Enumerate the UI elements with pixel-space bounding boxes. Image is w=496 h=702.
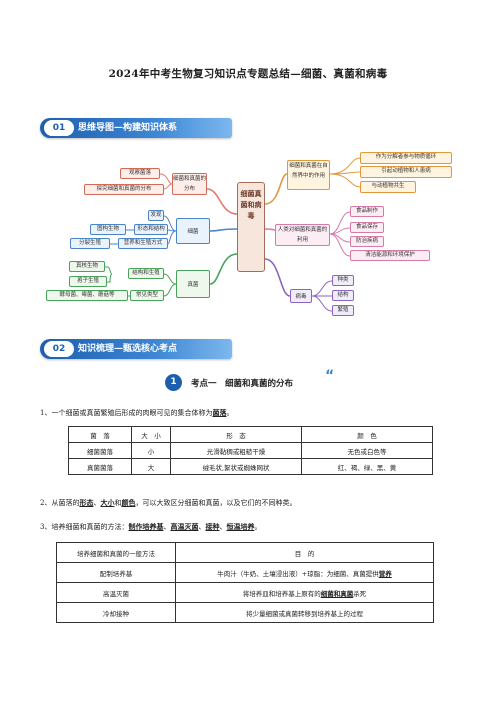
table-cell: 冷却接种 [56, 602, 176, 623]
text: 1、一个细菌或真菌繁殖后形成的肉眼可见的集合体称为 [40, 409, 213, 417]
text: 3、培养细菌和真菌的方法： [40, 523, 129, 531]
branch-role-in-nature: 细菌和真菌在自然界中的作用 [287, 160, 330, 190]
table-cell: 光滑黏稠或粗糙干燥 [170, 442, 302, 459]
node-common-types: 常见类型 [130, 290, 164, 301]
branch-fungi: 真菌 [176, 270, 210, 298]
node-decomposer: 作为分解者参与物质循环 [360, 152, 452, 164]
highlight-term: 细菌和真菌 [320, 589, 354, 598]
highlight-term: 大小 [100, 498, 115, 507]
header-cell: 形 态 [170, 426, 302, 443]
section-label: 思维导图—构建知识体系 [78, 123, 178, 133]
node-virus-structure: 结构 [332, 290, 354, 301]
table-cell: 绒毛状,絮状或蜘蛛网状 [170, 458, 302, 475]
node-discovery: 发现 [148, 210, 164, 221]
node-disease: 引起动植物和人患病 [360, 166, 452, 178]
highlight-term: 菌落 [212, 408, 227, 417]
culture-method-table: 培养细菌和真菌的一般方法 目 的 配制培养基 牛肉汁（牛奶、土壤浸出液）+琼脂：… [56, 542, 434, 623]
text: 。 [226, 409, 234, 417]
table-row: 冷却接种 将少量细菌或真菌转移到培养基上的过程 [56, 602, 434, 623]
text: 和 [114, 499, 122, 507]
node-symbiosis: 与动植物共生 [360, 181, 416, 193]
section-number: 01 [44, 120, 74, 136]
text: ，可以大致区分细菌和真菌，以及它们的不同种类。 [135, 499, 297, 507]
node-fission: 分裂生殖 [70, 238, 110, 249]
text: 将培养皿和培养基上原有的 [242, 589, 321, 598]
node-prokaryote: 图构生物 [90, 224, 126, 235]
highlight-term: 接种 [205, 522, 220, 531]
node-explore-distribution: 探究细菌和真菌的分布 [84, 184, 164, 195]
table-row: 配制培养基 牛肉汁（牛奶、土壤浸出液）+琼脂：为细菌、真菌提供营养 [56, 562, 434, 583]
header-cell: 目 的 [175, 542, 434, 563]
table-cell: 真菌菌落 [68, 458, 132, 475]
topic-heading: 1 考点一 细菌和真菌的分布 “ [165, 368, 345, 393]
topic-number: 1 [165, 374, 182, 391]
paragraph-3: 3、培养细菌和真菌的方法：制作培养基、高温灭菌、接种、恒温培养。 [40, 522, 261, 532]
node-food-preservation: 食品保存 [350, 222, 384, 233]
table-row: 高温灭菌 将培养皿和培养基上原有的细菌和真菌杀死 [56, 582, 434, 603]
highlight-term: 营养 [378, 569, 392, 578]
table-cell: 细菌菌落 [68, 442, 132, 459]
table-row: 真菌菌落 大 绒毛状,絮状或蜘蛛网状 红、褐、绿、黑、黄 [68, 458, 433, 475]
node-clean-energy: 清洁能源和环境保护 [350, 250, 430, 261]
node-examples: 酵母菌、霉菌、蘑菇等 [46, 290, 128, 301]
branch-bacteria: 细菌 [176, 218, 210, 244]
header-cell: 颜 色 [301, 426, 433, 443]
text: 2、从菌落的 [40, 499, 80, 507]
text: 、 [198, 523, 206, 531]
branch-virus: 病毒 [290, 289, 312, 303]
node-fungi-structure: 结构和生殖 [128, 268, 164, 279]
table-cell: 将培养皿和培养基上原有的细菌和真菌杀死 [175, 582, 434, 603]
highlight-term: 颜色 [121, 498, 136, 507]
node-disease-prevention: 防治疾病 [350, 236, 384, 247]
topic-label: 考点一 细菌和真菌的分布 [191, 379, 294, 389]
section-banner-knowledge: 02 知识梳理—甄选核心考点 [40, 339, 232, 359]
section-number: 02 [44, 341, 74, 357]
mind-map: 细菌真菌和病毒 细菌和真菌的分布 观察菌落 探究细菌和真菌的分布 细菌 发现 形… [40, 144, 460, 324]
branch-human-use: 人类对细菌和真菌的利用 [275, 224, 330, 246]
table-cell: 大 [131, 458, 171, 475]
node-eukaryote: 真核生物 [69, 261, 105, 272]
header-cell: 菌 落 [68, 426, 132, 443]
text: 牛肉汁（牛奶、土壤浸出液）+琼脂：为细菌、真菌提供 [217, 569, 379, 578]
highlight-term: 形态 [79, 498, 94, 507]
mind-map-center: 细菌真菌和病毒 [237, 182, 265, 272]
table-header-row: 培养细菌和真菌的一般方法 目 的 [56, 542, 434, 563]
text: 。 [254, 523, 262, 531]
highlight-term: 制作培养基 [128, 522, 164, 531]
node-virus-types: 种类 [332, 275, 354, 286]
header-cell: 大 小 [131, 426, 171, 443]
table-row: 细菌菌落 小 光滑黏稠或粗糙干燥 无色或白色等 [68, 442, 433, 459]
paragraph-1: 1、一个细菌或真菌繁殖后形成的肉眼可见的集合体称为菌落。 [40, 408, 233, 418]
document-title: 2024年中考生物复习知识点专题总结—细菌、真菌和病毒 [108, 68, 388, 80]
text: 、 [219, 523, 227, 531]
table-cell: 牛肉汁（牛奶、土壤浸出液）+琼脂：为细菌、真菌提供营养 [175, 562, 434, 583]
table-header-row: 菌 落 大 小 形 态 颜 色 [68, 426, 433, 443]
table-cell: 无色或白色等 [301, 442, 433, 459]
table-cell: 配制培养基 [56, 562, 176, 583]
section-banner-mindmap: 01 思维导图—构建知识体系 [40, 118, 232, 138]
header-cell: 培养细菌和真菌的一般方法 [56, 542, 176, 563]
paragraph-2: 2、从菌落的形态、大小和颜色，可以大致区分细菌和真菌，以及它们的不同种类。 [40, 498, 296, 508]
node-spore: 孢子生殖 [69, 276, 107, 287]
table-cell: 红、褐、绿、黑、黄 [301, 458, 433, 475]
mind-map-connectors [105, 157, 361, 312]
table-cell: 将少量细菌或真菌转移到培养基上的过程 [175, 602, 434, 623]
section-label: 知识梳理—甄选核心考点 [78, 344, 178, 354]
highlight-term: 恒温培养 [226, 522, 255, 531]
table-cell: 高温灭菌 [56, 582, 176, 603]
text: 将少量细菌或真菌转移到培养基上的过程 [246, 609, 363, 618]
text: 、 [163, 523, 171, 531]
text: 、 [93, 499, 101, 507]
quote-mark-icon: “ [325, 368, 335, 384]
branch-distribution: 细菌和真菌的分布 [172, 173, 207, 195]
colony-comparison-table: 菌 落 大 小 形 态 颜 色 细菌菌落 小 光滑黏稠或粗糙干燥 无色或白色等 … [68, 426, 433, 475]
node-virus-reproduction: 繁殖 [332, 305, 354, 316]
table-cell: 小 [131, 442, 171, 459]
node-food-making: 食品制作 [350, 206, 384, 217]
node-form-structure: 形态和结构 [134, 224, 168, 235]
text: 杀死 [353, 589, 367, 598]
highlight-term: 高温灭菌 [170, 522, 199, 531]
node-observe-colony: 观察菌落 [120, 168, 160, 179]
node-nutrition-reproduction: 营养和生殖方式 [118, 238, 168, 249]
